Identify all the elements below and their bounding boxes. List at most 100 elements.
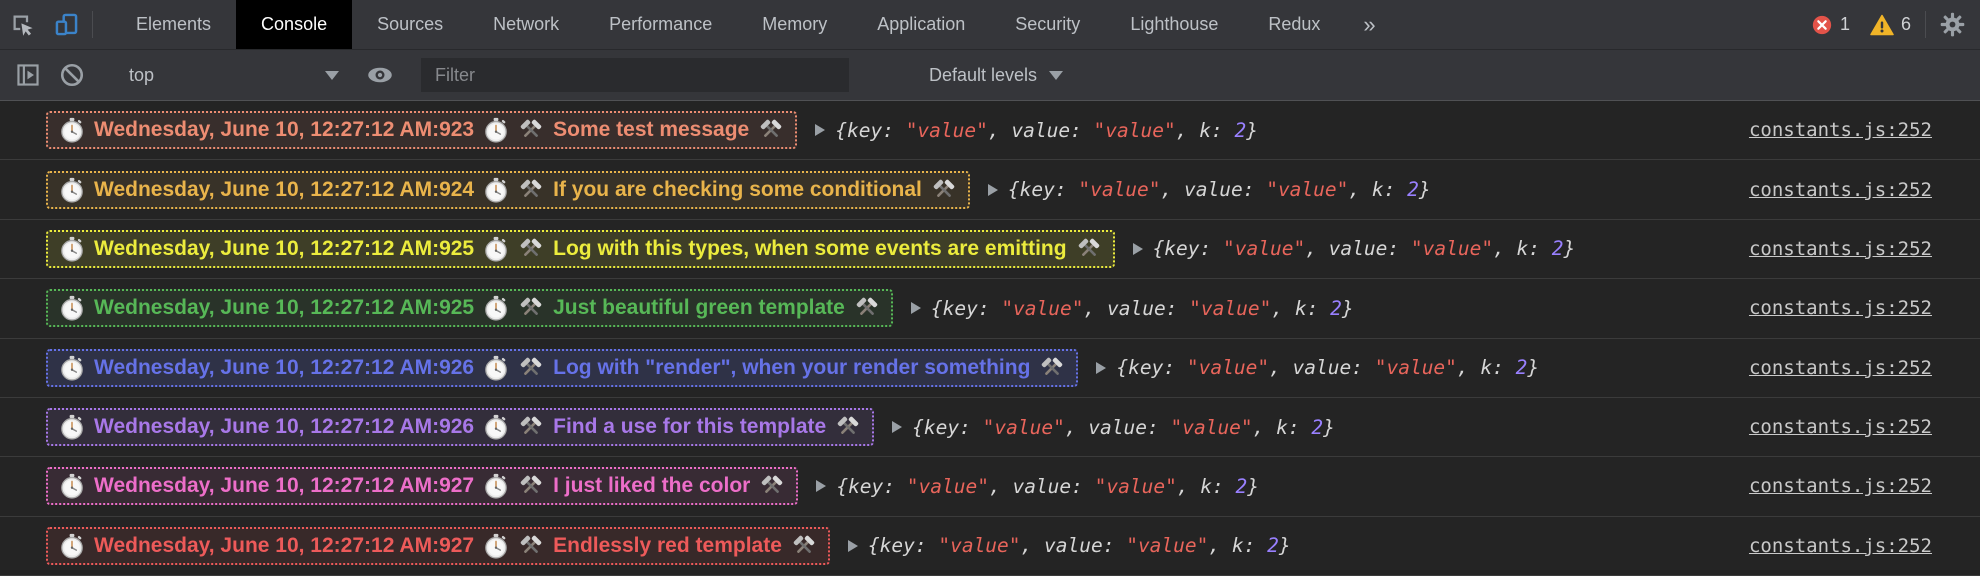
clear-console-button[interactable] [50,62,94,88]
tab-security[interactable]: Security [990,0,1105,49]
preview-segment-plain: , value: [1020,534,1127,558]
expand-arrow-icon[interactable] [1096,361,1107,374]
expand-arrow-icon[interactable] [816,480,827,493]
stopwatch-icon [485,118,507,143]
preview-segment-plain: , k: [1493,237,1552,261]
log-badge: Wednesday, June 10, 12:27:12 AM:925 [46,229,1115,268]
javascript-context-selector[interactable]: top [117,65,349,86]
object-preview[interactable]: {key: "value", value: "value", k: 2} [1116,356,1539,379]
create-live-expression-button[interactable] [358,62,402,88]
expand-arrow-icon[interactable] [987,183,998,196]
settings-button[interactable] [1930,0,1974,49]
preview-segment-number: 2 [1515,356,1528,380]
expand-arrow-icon[interactable] [892,421,903,434]
log-timestamp: Wednesday, June 10, 12:27:12 AM:924 [94,177,475,201]
hammer-and-pick-icon [837,416,859,434]
warning-icon [1870,14,1894,35]
hammer-and-pick-icon [856,298,878,316]
log-message: Some test message [553,118,750,142]
tab-redux[interactable]: Redux [1243,0,1345,49]
log-timestamp: Wednesday, June 10, 12:27:12 AM:923 [94,118,475,142]
tab-sources[interactable]: Sources [352,0,468,49]
preview-segment-string: "value" [1170,415,1253,439]
log-levels-dropdown[interactable]: Default levels [929,65,1064,86]
object-preview[interactable]: {key: "value", value: "value", k: 2} [835,119,1258,142]
tab-performance[interactable]: Performance [584,0,737,49]
hammer-and-pick-icon [762,476,783,494]
device-toolbar-button[interactable] [44,0,88,49]
console-sidebar-toggle-button[interactable] [6,62,50,88]
tab-console[interactable]: Console [236,0,353,49]
preview-segment-number: 2 [1267,534,1279,558]
object-preview[interactable]: {key: "value", value: "value", k: 2} [1153,237,1576,260]
object-preview[interactable]: {key: "value", value: "value", k: 2} [868,534,1291,557]
error-count-button[interactable]: 1 [1811,14,1850,36]
tab-elements[interactable]: Elements [111,0,236,49]
hammer-and-pick-icon [761,119,782,138]
preview-segment-string: "value" [1001,296,1084,320]
expand-arrow-icon[interactable] [1132,242,1143,255]
toolbar-separator [1925,11,1926,38]
preview-segment-plain: } [1527,356,1540,380]
console-message-row: Wednesday, June 10, 12:27:12 AM:925 [0,220,1980,280]
object-preview[interactable]: {key: "value", value: "value", k: 2} [931,297,1354,320]
preview-segment-plain: } [1278,534,1291,558]
console-toolbar: top Default levels [0,50,1980,101]
error-icon [1812,15,1832,34]
source-location-link[interactable]: constants.js:252 [1748,475,1932,498]
console-message-row: Wednesday, June 10, 12:27:12 AM:926 [0,339,1980,398]
source-location-link[interactable]: constants.js:252 [1748,534,1932,557]
preview-segment-string: "value" [1094,474,1177,498]
object-preview[interactable]: {key: "value", value: "value", k: 2} [912,416,1335,439]
panel-tab-label: Performance [609,14,713,34]
source-location-link[interactable]: constants.js:252 [1748,237,1932,260]
hammer-and-pick-icon [520,416,542,434]
source-location-link[interactable]: constants.js:252 [1748,416,1932,439]
error-count: 1 [1839,14,1850,34]
tab-network[interactable]: Network [468,0,584,49]
hammer-and-pick-icon [1042,357,1063,375]
sidebar-toggle-icon [17,64,39,86]
tab-lighthouse[interactable]: Lighthouse [1105,0,1243,49]
object-preview[interactable]: {key: "value", value: "value", k: 2} [1008,178,1431,201]
panel-tab-label: Memory [762,14,828,34]
source-location-link[interactable]: constants.js:252 [1748,119,1932,142]
source-location-link[interactable]: constants.js:252 [1748,356,1932,379]
tab-application[interactable]: Application [852,0,990,49]
preview-segment-number: 2 [1551,237,1564,261]
tab-memory[interactable]: Memory [737,0,852,49]
console-message-row: Wednesday, June 10, 12:27:12 AM:926 [0,398,1980,458]
source-location-link[interactable]: constants.js:252 [1748,178,1932,201]
stopwatch-icon [485,296,507,321]
preview-segment-plain: , value: [1064,415,1171,439]
stopwatch-icon [485,474,507,500]
log-message: I just liked the color [553,474,751,498]
stopwatch-icon [61,474,83,500]
warning-count-button[interactable]: 6 [1870,14,1911,36]
stopwatch-icon [485,355,507,381]
preview-segment-plain: } [1341,296,1354,320]
log-badge: Wednesday, June 10, 12:27:12 AM:924 [46,170,970,209]
more-tabs-button[interactable]: » [1363,11,1376,37]
expand-arrow-icon[interactable] [815,124,826,137]
stopwatch-icon [485,533,507,559]
preview-segment-plain: , k: [1175,118,1235,142]
preview-segment-number: 2 [1311,415,1324,439]
expand-arrow-icon[interactable] [910,302,921,315]
preview-segment-plain: , value: [1160,178,1267,202]
preview-segment-plain: {key: [835,118,906,142]
object-preview[interactable]: {key: "value", value: "value", k: 2} [836,475,1259,498]
preview-segment-string: "value" [1266,178,1349,202]
expand-arrow-icon[interactable] [847,539,858,552]
panel-tab-label: Lighthouse [1130,14,1219,34]
log-badge: Wednesday, June 10, 12:27:12 AM:923 [46,111,798,150]
preview-segment-plain: , k: [1252,415,1312,439]
inspect-element-button[interactable] [0,0,44,49]
console-message-row: Wednesday, June 10, 12:27:12 AM:925 [0,279,1980,339]
filter-input[interactable] [421,58,849,92]
console-message-row: Wednesday, June 10, 12:27:12 AM:927 [0,517,1980,576]
preview-segment-plain: , value: [1305,237,1411,261]
hammer-and-pick-icon [520,476,542,494]
console-message-row: Wednesday, June 10, 12:27:12 AM:927 [0,457,1980,517]
source-location-link[interactable]: constants.js:252 [1748,297,1932,320]
